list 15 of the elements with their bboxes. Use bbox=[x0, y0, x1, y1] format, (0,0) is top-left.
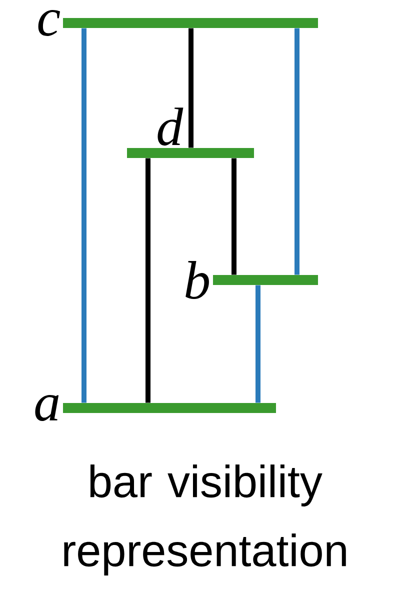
bar: b bbox=[186, 261, 318, 299]
connector-line bbox=[146, 158, 150, 403]
bar: c bbox=[38, 10, 318, 36]
node-label: b bbox=[186, 260, 209, 299]
node-label: d bbox=[158, 108, 184, 146]
bar: d bbox=[127, 108, 254, 158]
caption: bar visibility representation bbox=[64, 464, 346, 576]
connector-line bbox=[232, 158, 236, 275]
node-label: a bbox=[35, 395, 59, 421]
connector-line bbox=[294, 28, 300, 275]
connector-line bbox=[256, 285, 260, 403]
connector-line bbox=[188, 28, 194, 148]
connector-line bbox=[82, 28, 86, 403]
bar: a bbox=[35, 395, 276, 421]
node-label: c bbox=[38, 10, 60, 36]
